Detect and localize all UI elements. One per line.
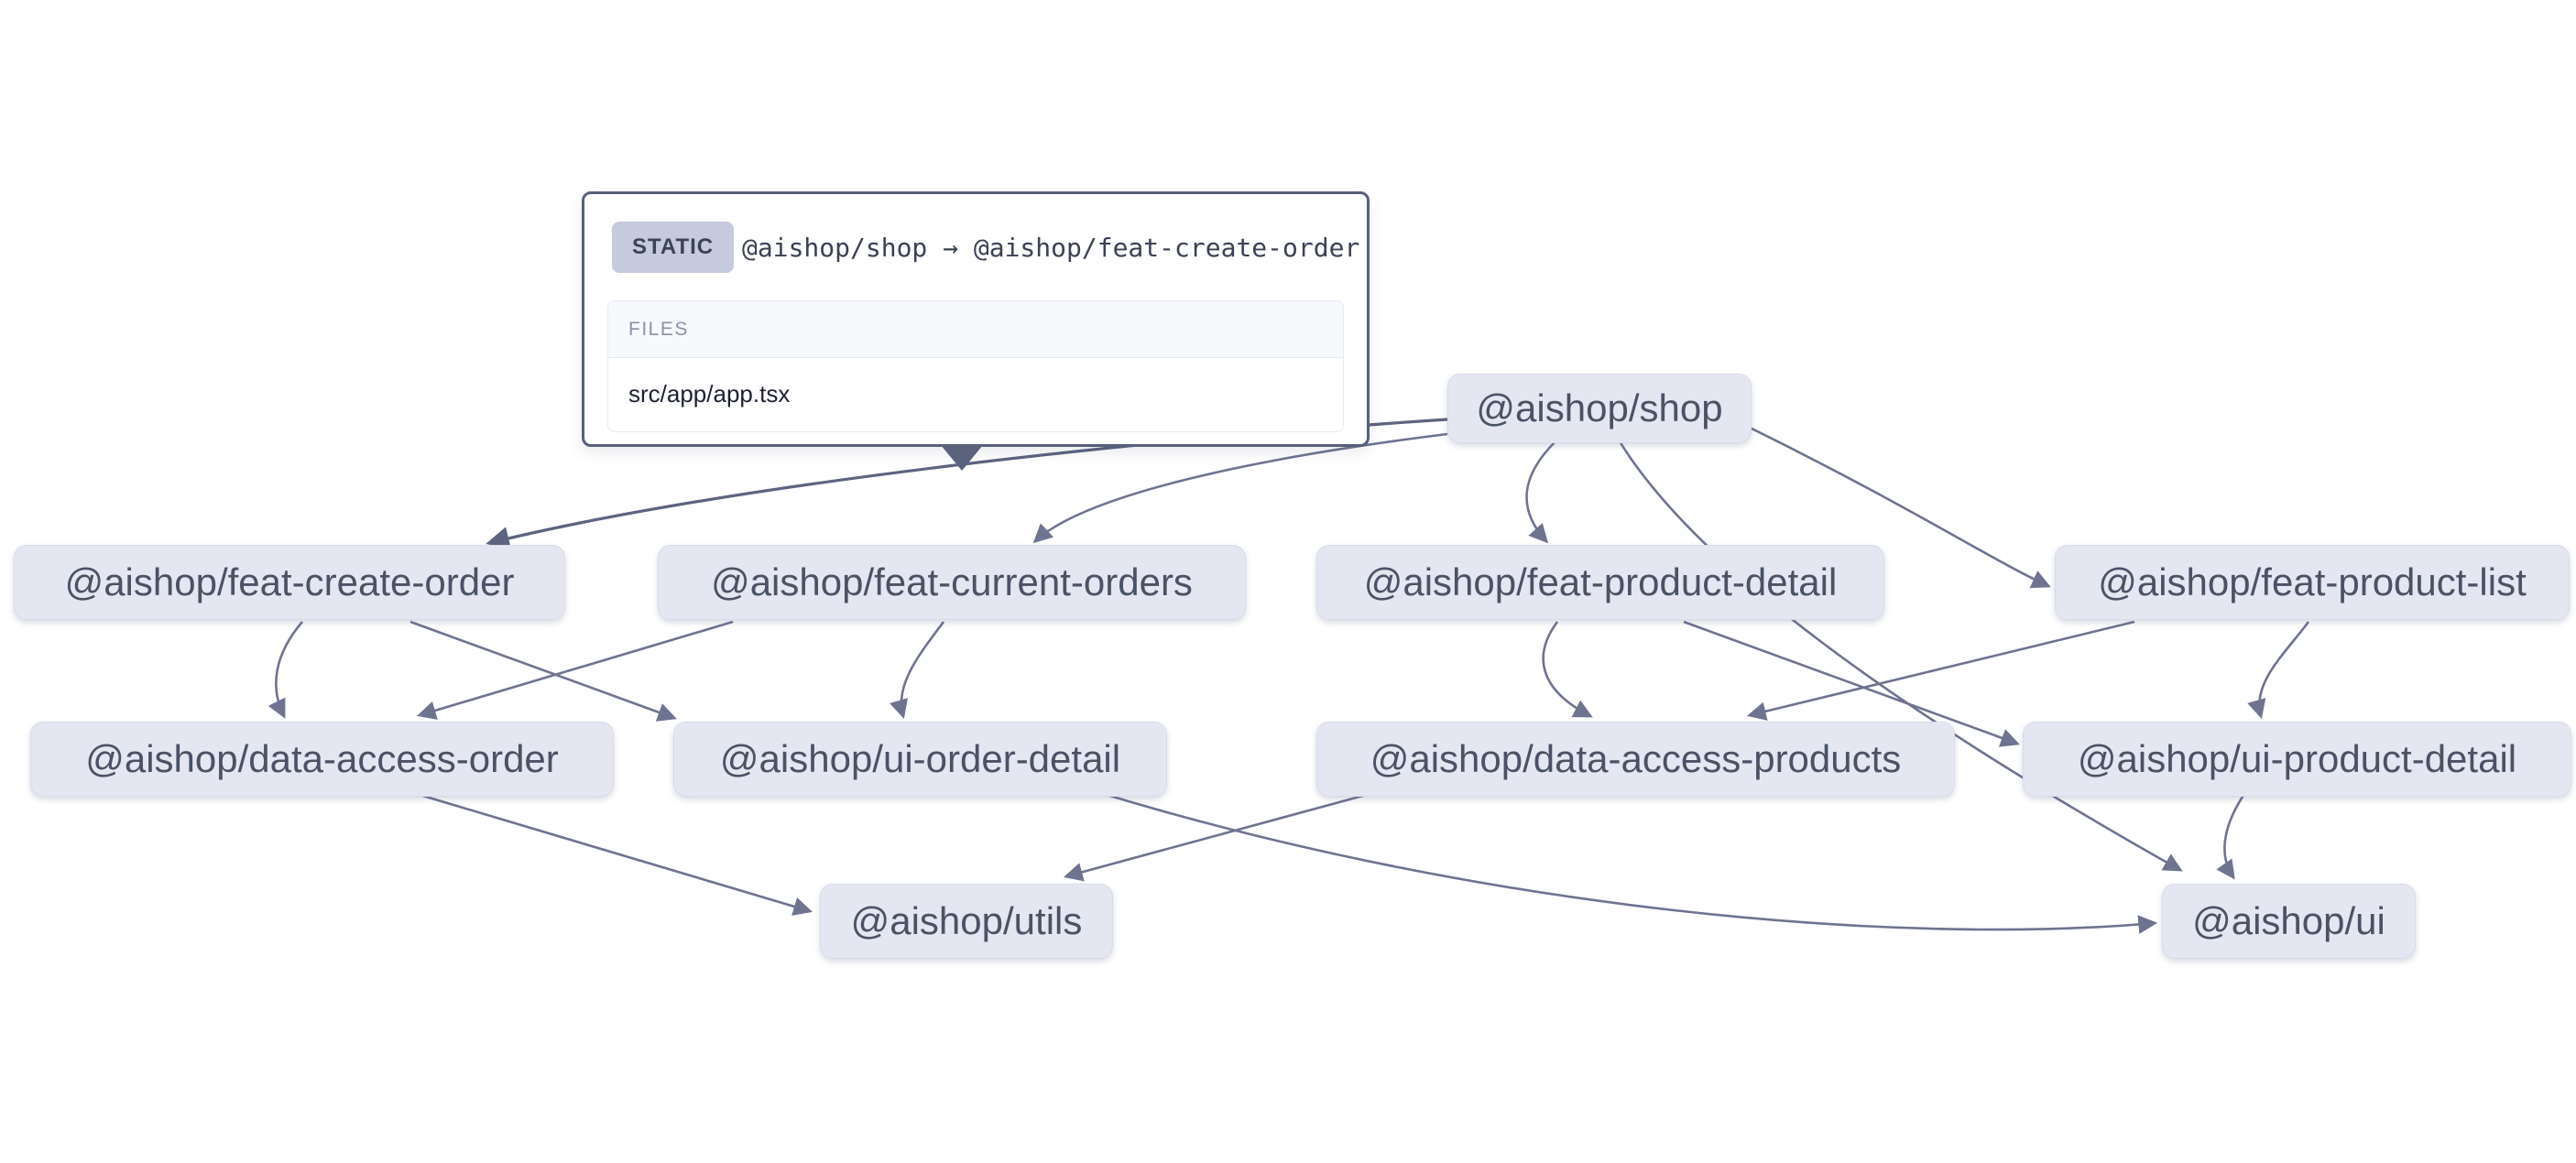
files-section: FILES src/app/app.tsx (607, 300, 1344, 432)
node-data-access-products[interactable]: @aishop/data-access-products (1316, 722, 1955, 797)
edge-shop-feat-product-detail[interactable] (1525, 440, 1556, 544)
edge-feat-create-order-data-access-order[interactable] (267, 621, 303, 719)
edge-tooltip: STATIC @aishop/shop → @aishop/feat-creat… (582, 191, 1370, 447)
selected-edge-arrowhead (941, 445, 983, 471)
node-ui[interactable]: @aishop/ui (2162, 884, 2416, 959)
edge-tooltip-title: @aishop/shop → @aishop/feat-create-order (742, 233, 1360, 263)
edge-shop-ui[interactable] (1618, 440, 2183, 872)
edge-ui-order-detail-ui[interactable] (1103, 792, 2158, 934)
file-path: src/app/app.tsx (608, 358, 1343, 429)
edge-feat-current-orders-data-access-order[interactable] (417, 620, 734, 720)
edge-shop-feat-product-list[interactable] (1740, 421, 2051, 589)
node-feat-current-orders[interactable]: @aishop/feat-current-orders (658, 545, 1246, 620)
edge-data-access-products-utils[interactable] (1063, 792, 1370, 882)
node-feat-create-order[interactable]: @aishop/feat-create-order (14, 545, 565, 620)
node-feat-product-detail[interactable]: @aishop/feat-product-detail (1316, 545, 1884, 620)
edge-feat-create-order-ui-order-detail[interactable] (409, 620, 677, 722)
node-data-access-order[interactable]: @aishop/data-access-order (30, 722, 614, 797)
edge-shop-feat-current-orders[interactable] (1032, 432, 1448, 544)
edge-feat-product-detail-ui-product-detail[interactable] (1683, 620, 2020, 747)
node-feat-product-list[interactable]: @aishop/feat-product-list (2055, 545, 2570, 620)
edge-ui-product-detail-ui[interactable] (2216, 793, 2246, 880)
node-utils[interactable]: @aishop/utils (820, 884, 1113, 959)
node-ui-product-detail[interactable]: @aishop/ui-product-detail (2023, 722, 2571, 797)
node-ui-order-detail[interactable]: @aishop/ui-order-detail (673, 722, 1167, 797)
edge-type-badge: STATIC (612, 222, 735, 273)
files-section-header: FILES (608, 301, 1343, 358)
edge-feat-product-detail-data-access-products[interactable] (1542, 621, 1593, 718)
edge-feat-current-orders-ui-order-detail[interactable] (890, 621, 945, 719)
edge-data-access-order-utils[interactable] (416, 792, 813, 916)
edge-feat-product-list-ui-product-detail[interactable] (2247, 621, 2310, 720)
node-shop[interactable]: @aishop/shop (1447, 374, 1752, 443)
edge-feat-product-list-data-access-products[interactable] (1746, 620, 2135, 721)
